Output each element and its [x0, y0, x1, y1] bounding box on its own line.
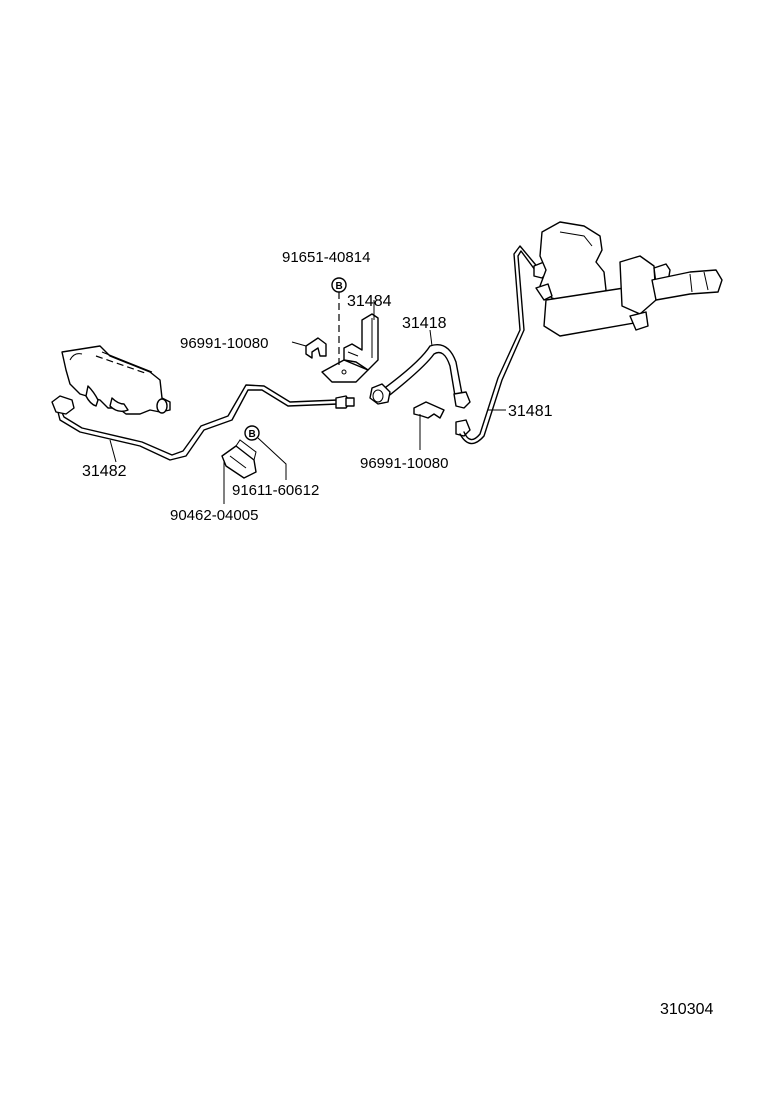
bolt-marker-b-bottom-label: B — [249, 429, 256, 440]
label-31418: 31418 — [402, 315, 447, 332]
master-cylinder — [535, 221, 723, 337]
pipe-31481 — [455, 245, 549, 445]
clip-90462 — [221, 439, 257, 504]
label-31484: 31484 — [347, 293, 392, 310]
label-91611-60612: 91611-60612 — [232, 482, 319, 499]
clip-96991-left — [291, 337, 327, 359]
bracket-31484 — [321, 300, 379, 383]
label-96991-10080-left: 96991-10080 — [180, 335, 268, 352]
label-96991-10080-right: 96991-10080 — [360, 455, 448, 472]
hose-31418 — [369, 329, 471, 409]
bolt-marker-b-bottom: B — [244, 425, 287, 480]
figure-id: 310304 — [660, 1001, 713, 1018]
label-90462-04005: 90462-04005 — [170, 507, 258, 524]
clip-96991-right — [413, 401, 445, 450]
label-91651-40814: 91651-40814 — [282, 249, 370, 266]
label-31481: 31481 — [508, 403, 553, 420]
label-31482: 31482 — [82, 463, 127, 480]
bolt-marker-b-top-label: B — [336, 281, 343, 292]
release-cylinder — [61, 345, 171, 415]
pipe-31482 — [51, 384, 355, 463]
bolt-marker-b-top: B — [331, 277, 347, 368]
